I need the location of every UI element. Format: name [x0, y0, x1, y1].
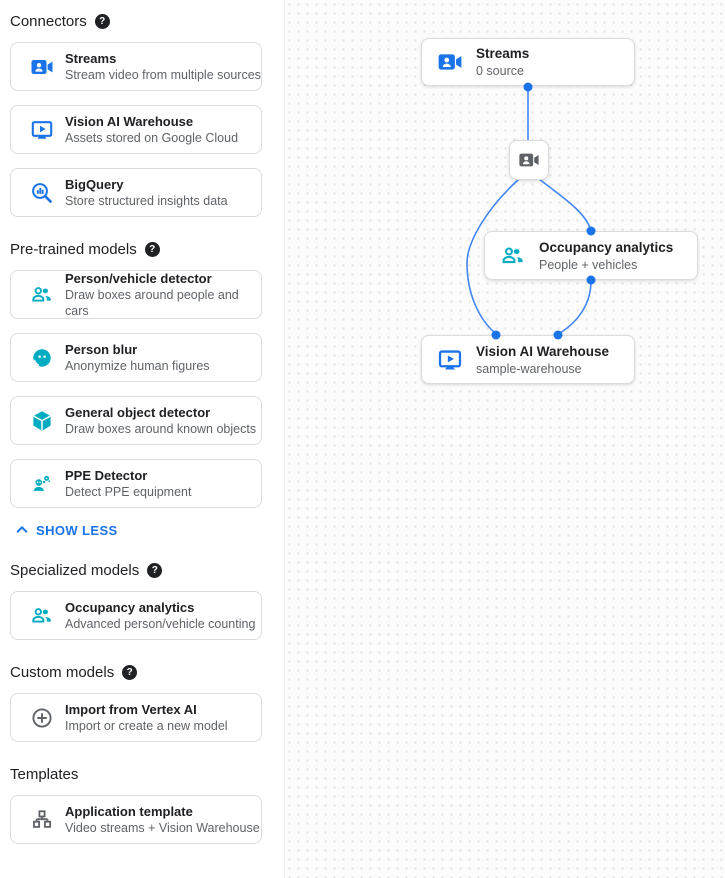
- streams-icon: [436, 48, 464, 76]
- node-camera-stream[interactable]: [509, 140, 549, 180]
- warehouse-icon: [29, 117, 55, 143]
- node-occupancy-analytics[interactable]: Occupancy analytics People + vehicles: [484, 231, 698, 280]
- palette-card-person-blur[interactable]: Person blur Anonymize human figures: [10, 333, 262, 382]
- node-subtitle: People + vehicles: [539, 257, 638, 272]
- node-subtitle: sample-warehouse: [476, 361, 582, 376]
- card-subtitle: Assets stored on Google Cloud: [65, 131, 239, 145]
- card-title: Occupancy analytics: [65, 600, 195, 615]
- plus-circle-icon: [29, 705, 55, 731]
- card-subtitle: Import or create a new model: [65, 719, 228, 733]
- camera-icon: [518, 149, 540, 171]
- port-streams-output[interactable]: [523, 82, 533, 92]
- bigquery-icon: [29, 180, 55, 206]
- card-title: Person/vehicle detector: [65, 271, 212, 286]
- card-subtitle: Detect PPE equipment: [65, 485, 192, 499]
- component-palette-sidebar: Connectors ? Streams Stream video from m…: [0, 0, 284, 878]
- palette-card-bigquery[interactable]: BigQuery Store structured insights data: [10, 168, 262, 217]
- card-text: Import from Vertex AI Import or create a…: [65, 701, 228, 734]
- section-header-pretrained-models: Pre-trained models ?: [10, 241, 262, 258]
- people-icon: [29, 603, 55, 629]
- card-title: Person blur: [65, 342, 138, 357]
- cube-icon: [29, 408, 55, 434]
- show-less-label: SHOW LESS: [36, 522, 118, 538]
- graph-edges: [466, 88, 592, 334]
- section-header-connectors: Connectors ?: [10, 13, 262, 30]
- card-text: Application template Video streams + Vis…: [65, 803, 260, 836]
- section-title: Templates: [10, 766, 79, 783]
- node-title: Vision AI Warehouse: [476, 343, 610, 359]
- node-text: Streams 0 source: [476, 45, 529, 79]
- palette-card-person-vehicle-detector[interactable]: Person/vehicle detector Draw boxes aroun…: [10, 270, 262, 319]
- palette-card-vision-ai-warehouse[interactable]: Vision AI Warehouse Assets stored on Goo…: [10, 105, 262, 154]
- node-text: Occupancy analytics People + vehicles: [539, 239, 673, 273]
- graph-canvas[interactable]: Streams 0 source Occupancy analytics Peo…: [284, 0, 725, 878]
- streams-icon: [29, 54, 55, 80]
- card-text: BigQuery Store structured insights data: [65, 176, 228, 209]
- help-icon[interactable]: ?: [122, 665, 138, 680]
- card-subtitle: Stream video from multiple sources: [65, 68, 261, 82]
- tree-icon: [29, 807, 55, 833]
- card-title: PPE Detector: [65, 468, 148, 483]
- card-text: Vision AI Warehouse Assets stored on Goo…: [65, 113, 238, 146]
- node-text: Vision AI Warehouse sample-warehouse: [476, 343, 609, 377]
- face-icon: [29, 345, 55, 371]
- section-title: Custom models: [10, 664, 115, 681]
- palette-card-ppe-detector[interactable]: PPE Detector Detect PPE equipment: [10, 459, 262, 508]
- help-icon[interactable]: ?: [147, 563, 163, 578]
- card-subtitle: Draw boxes around known objects: [65, 422, 257, 436]
- card-subtitle: Store structured insights data: [65, 194, 228, 208]
- card-text: General object detector Draw boxes aroun…: [65, 404, 256, 437]
- card-title: Import from Vertex AI: [65, 702, 197, 717]
- card-subtitle: Anonymize human figures: [65, 359, 210, 373]
- palette-card-general-object-detector[interactable]: General object detector Draw boxes aroun…: [10, 396, 262, 445]
- section-title: Specialized models: [10, 562, 140, 579]
- card-title: Streams: [65, 51, 117, 66]
- card-text: Streams Stream video from multiple sourc…: [65, 50, 261, 83]
- card-subtitle: Advanced person/vehicle counting: [65, 617, 256, 631]
- palette-card-import-from-vertex-ai[interactable]: Import from Vertex AI Import or create a…: [10, 693, 262, 742]
- card-subtitle: Video streams + Vision Warehouse: [65, 821, 260, 835]
- palette-card-occupancy-analytics[interactable]: Occupancy analytics Advanced person/vehi…: [10, 591, 262, 640]
- node-vision-ai-warehouse[interactable]: Vision AI Warehouse sample-warehouse: [421, 335, 635, 384]
- card-text: Occupancy analytics Advanced person/vehi…: [65, 599, 255, 632]
- palette-card-application-template[interactable]: Application template Video streams + Vis…: [10, 795, 262, 844]
- node-title: Occupancy analytics: [539, 239, 674, 255]
- ppe-icon: [29, 471, 55, 497]
- card-text: Person blur Anonymize human figures: [65, 341, 210, 374]
- node-title: Streams: [476, 46, 530, 61]
- card-title: Vision AI Warehouse: [65, 114, 194, 129]
- help-icon[interactable]: ?: [144, 242, 160, 257]
- people-icon: [29, 282, 55, 308]
- section-title: Connectors: [10, 13, 87, 30]
- card-title: BigQuery: [65, 177, 124, 192]
- node-streams[interactable]: Streams 0 source: [421, 38, 635, 86]
- card-title: General object detector: [65, 405, 211, 420]
- help-icon[interactable]: ?: [94, 14, 110, 29]
- section-header-specialized-models: Specialized models ?: [10, 562, 262, 579]
- card-text: PPE Detector Detect PPE equipment: [65, 467, 191, 500]
- port-warehouse-input-right[interactable]: [553, 330, 563, 340]
- section-header-templates: Templates: [10, 766, 262, 783]
- card-title: Application template: [65, 804, 193, 819]
- card-subtitle: Draw boxes around people and cars: [65, 288, 239, 318]
- show-less-button[interactable]: SHOW LESS: [14, 522, 262, 538]
- palette-card-streams[interactable]: Streams Stream video from multiple sourc…: [10, 42, 262, 91]
- card-text: Person/vehicle detector Draw boxes aroun…: [65, 270, 261, 319]
- node-subtitle: 0 source: [476, 64, 524, 78]
- people-icon: [499, 242, 527, 270]
- port-occupancy-input[interactable]: [586, 226, 596, 236]
- port-warehouse-input-left[interactable]: [491, 330, 501, 340]
- warehouse-icon: [436, 346, 464, 374]
- chevron-up-icon: [14, 522, 30, 538]
- port-occupancy-output[interactable]: [586, 275, 596, 285]
- section-title: Pre-trained models: [10, 241, 137, 258]
- section-header-custom-models: Custom models ?: [10, 664, 262, 681]
